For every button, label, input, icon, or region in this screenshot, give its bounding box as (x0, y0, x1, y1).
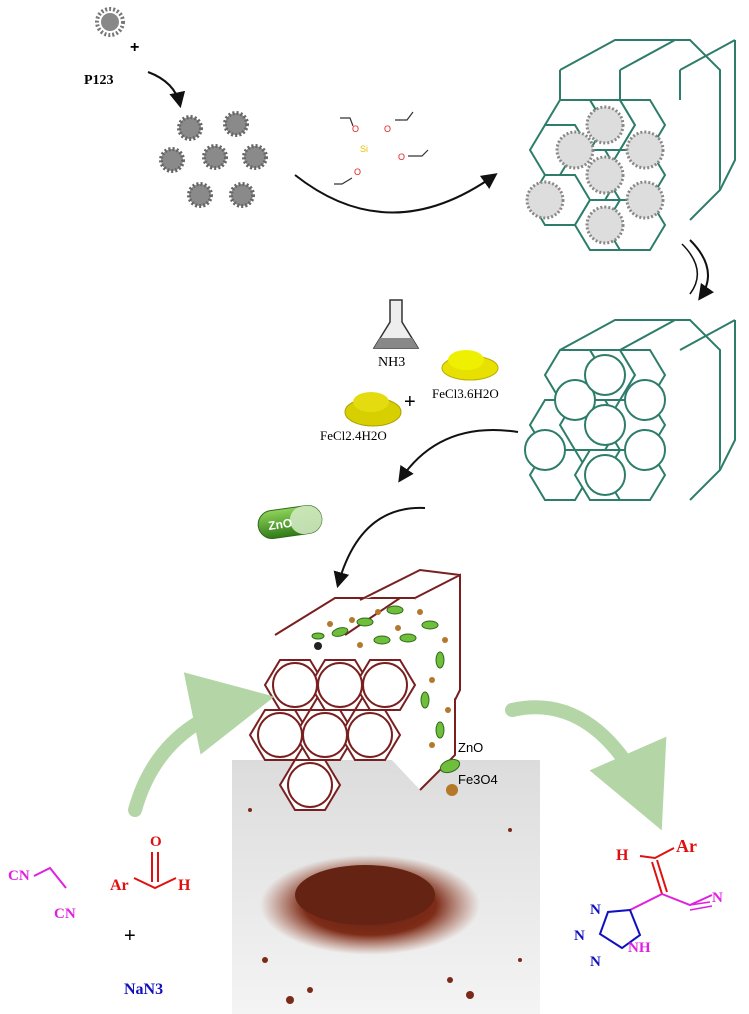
plus-sign: + (124, 925, 136, 947)
arrow-micelles-to-template (295, 175, 495, 213)
cn-label: CN (8, 868, 30, 884)
micelle-cluster-icon (161, 113, 266, 206)
p123-label: P123 (84, 73, 114, 88)
erlenmeyer-flask-icon (374, 300, 418, 348)
fecl3-label: FeCl3.6H2O (432, 386, 499, 401)
powder-photo (232, 760, 540, 1014)
plus-sign: + (130, 39, 139, 56)
tetrazole-n-label: N (574, 928, 585, 944)
iron-salt-pile-icon (442, 350, 498, 380)
o-label: O (150, 834, 162, 850)
legend-zno-label: ZnO (458, 740, 483, 755)
malononitrile-structure: CN CN (8, 868, 76, 922)
tetrazole-n-label: N (590, 902, 601, 918)
ar-label: Ar (676, 836, 697, 856)
nan3-label: NaN3 (124, 981, 163, 998)
tetrazole-nh-label: NH (628, 940, 651, 956)
svg-text:O: O (398, 152, 405, 162)
tetrazole-n-label: N (590, 954, 601, 970)
svg-text:O: O (384, 124, 391, 134)
fe3o4-particle-legend-icon (446, 784, 458, 796)
mesoporous-silica-array (525, 320, 735, 500)
h-label: H (616, 847, 629, 864)
arrow-p123-to-micelles (148, 72, 180, 105)
ar-label: Ar (110, 877, 129, 894)
svg-text:Si: Si (360, 144, 368, 154)
h-label: H (178, 877, 191, 894)
zno-capsule-icon: ZnO (256, 504, 323, 541)
nitrile-n-label: N (712, 890, 723, 906)
iron-salt-pile-icon (345, 392, 401, 426)
arrow-iron-loading (400, 430, 518, 480)
teos-molecule-icon: Si O O O O (334, 112, 428, 184)
product-structure: H Ar N N N N NH (574, 836, 723, 970)
nh3-label: NH3 (378, 355, 405, 370)
cn-label: CN (54, 906, 76, 922)
aldehyde-structure: O Ar H (110, 834, 191, 894)
plus-sign: + (404, 391, 416, 413)
svg-text:O: O (354, 167, 361, 177)
legend-fe3o4-label: Fe3O4 (458, 772, 498, 787)
p123-micelle-icon (97, 9, 123, 35)
template-hexagonal-array (527, 40, 735, 250)
fecl2-label: FeCl2.4H2O (320, 428, 387, 443)
